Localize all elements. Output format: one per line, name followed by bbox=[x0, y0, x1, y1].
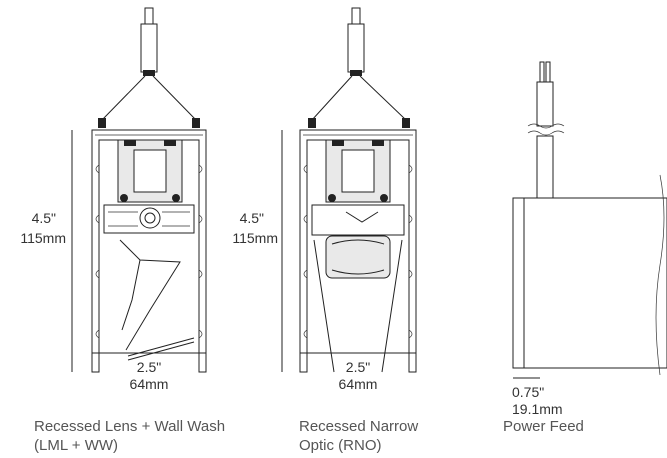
narrow-optic bbox=[311, 204, 405, 373]
caption-lml-ww: Recessed Lens + Wall Wash (LML + WW) bbox=[34, 417, 225, 455]
suspension-cable bbox=[311, 7, 407, 121]
fixture-housing bbox=[299, 118, 417, 373]
height-dimension-rno: 4.5" 115mm bbox=[232, 130, 283, 372]
driver-module bbox=[325, 139, 391, 203]
fixture-housing bbox=[91, 118, 207, 373]
width-imperial-lml: 2.5" bbox=[137, 359, 161, 375]
caption-line: Optic (RNO) bbox=[299, 437, 382, 454]
height-imperial-rno: 4.5" bbox=[240, 210, 264, 226]
caption-rno: Recessed Narrow Optic (RNO) bbox=[299, 417, 418, 455]
caption-line: Recessed Narrow bbox=[299, 418, 419, 435]
caption-line: Recessed Lens + Wall Wash bbox=[34, 418, 226, 435]
width-imperial-rno: 2.5" bbox=[346, 359, 370, 375]
width-dimension-rno: 2.5" 64mm bbox=[300, 352, 416, 392]
caption-line: Power Feed bbox=[503, 418, 584, 435]
width-dimension-lml: 2.5" 64mm bbox=[92, 352, 206, 392]
suspension-cable bbox=[101, 7, 197, 121]
height-dimension-lml: 4.5" 115mm bbox=[20, 130, 73, 372]
view-rno bbox=[299, 7, 417, 373]
width-dimension-feed: 0.75" 19.1mm bbox=[512, 377, 563, 417]
height-imperial-lml: 4.5" bbox=[32, 210, 56, 226]
caption-line: (LML + WW) bbox=[34, 437, 119, 454]
power-cable bbox=[527, 61, 565, 199]
height-metric-rno: 115mm bbox=[232, 230, 278, 246]
caption-power-feed: Power Feed bbox=[503, 417, 584, 436]
lens-assembly bbox=[103, 204, 195, 234]
wall-wash-reflector bbox=[119, 239, 195, 361]
feed-housing bbox=[512, 174, 667, 376]
width-imperial-feed: 0.75" bbox=[512, 384, 544, 400]
width-metric-lml: 64mm bbox=[130, 376, 169, 392]
width-metric-rno: 64mm bbox=[339, 376, 378, 392]
width-metric-feed: 19.1mm bbox=[512, 401, 563, 417]
height-metric-lml: 115mm bbox=[20, 230, 66, 246]
view-power-feed bbox=[512, 61, 667, 376]
driver-module bbox=[117, 139, 183, 203]
view-lml-ww bbox=[91, 7, 207, 373]
